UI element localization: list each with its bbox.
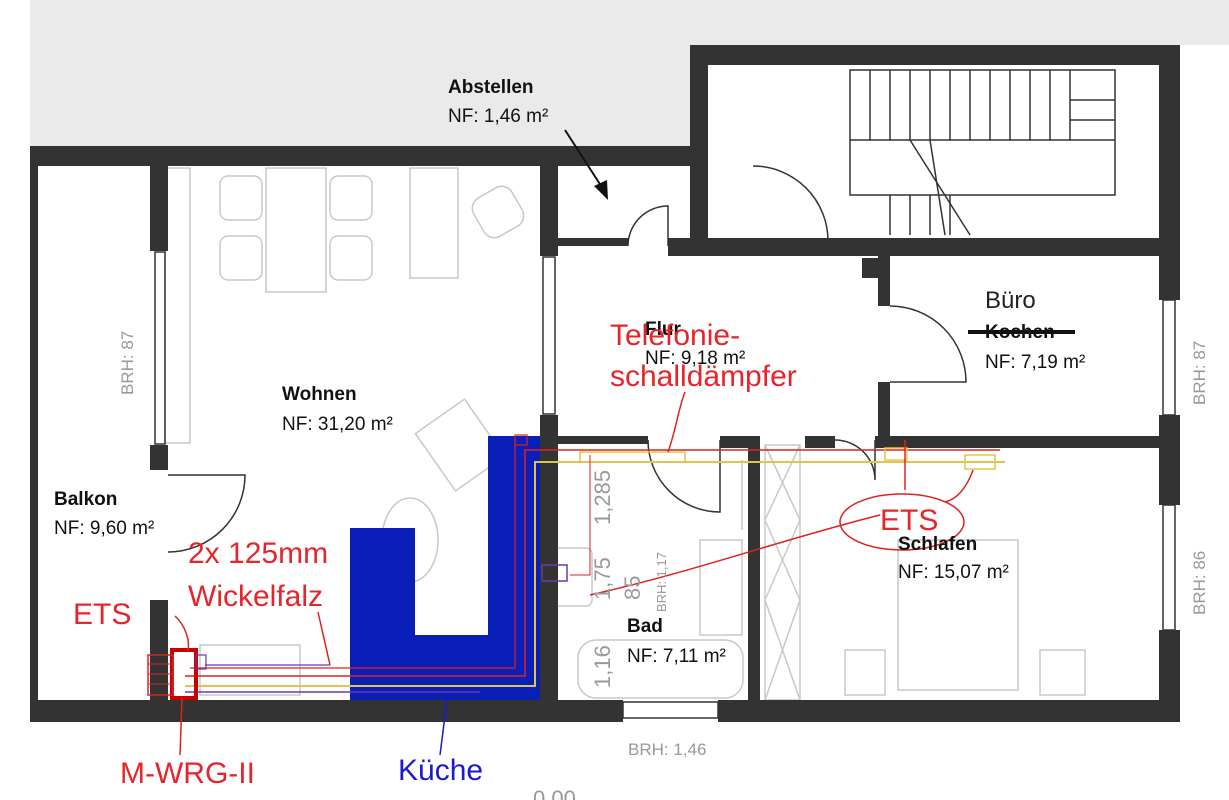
flur-area: NF: 9,18 m² bbox=[645, 348, 745, 369]
abstellen-area: NF: 1,46 m² bbox=[448, 106, 548, 127]
brh-bad: BRH: 1,17 bbox=[654, 552, 669, 612]
brh-left: BRH: 87 bbox=[118, 331, 137, 395]
buero-name: Büro bbox=[985, 287, 1036, 314]
wohnen-name: Wohnen bbox=[282, 384, 357, 405]
schlafen-area: NF: 15,07 m² bbox=[898, 562, 1009, 583]
bottom-level: 0,00 bbox=[533, 786, 576, 800]
stair-interior bbox=[707, 65, 1159, 240]
m-wrg-unit bbox=[147, 648, 207, 700]
brh-bottom: BRH: 1,46 bbox=[628, 740, 706, 759]
telefonie-line2: schalldämpfer bbox=[610, 360, 797, 393]
windows bbox=[154, 251, 1176, 719]
duct-line1: 2x 125mm bbox=[188, 537, 328, 570]
kitchen-area bbox=[350, 436, 540, 700]
brh-right-bottom: BRH: 86 bbox=[1190, 551, 1209, 615]
balkon-area: NF: 9,60 m² bbox=[54, 518, 154, 539]
kueche-label: Küche bbox=[398, 754, 483, 787]
arrow-down-right-icon bbox=[564, 129, 608, 200]
doors bbox=[167, 165, 967, 553]
mwrg-label: M-WRG-II bbox=[120, 757, 255, 790]
balkon-name: Balkon bbox=[54, 489, 117, 510]
schlafen-name: Schlafen bbox=[898, 534, 977, 555]
bad-dim-a: 1,285 bbox=[590, 470, 615, 525]
telefonie-line1: Telefonie- bbox=[610, 319, 740, 352]
buero-area: NF: 7,19 m² bbox=[985, 352, 1085, 373]
annotation-lines bbox=[174, 330, 1075, 756]
flur-name: Flur bbox=[645, 319, 681, 340]
bad-area: NF: 7,11 m² bbox=[627, 646, 726, 667]
bad-dim-b: 1,75 bbox=[590, 557, 615, 600]
staircase-icon bbox=[849, 69, 1116, 236]
kitchen-furniture bbox=[199, 644, 301, 696]
bad-dim-d: 1,16 bbox=[590, 645, 615, 688]
ets-left: ETS bbox=[73, 598, 131, 631]
bad-dim-c: 85 bbox=[620, 576, 645, 600]
buero-old-name: Kochen bbox=[985, 322, 1055, 343]
walls bbox=[30, 45, 1180, 722]
brh-right-top: BRH: 87 bbox=[1190, 341, 1209, 405]
duct-lines bbox=[185, 434, 1005, 693]
duct-line2: Wickelfalz bbox=[188, 580, 323, 613]
exterior-area-right bbox=[1180, 0, 1229, 45]
abstellen-name: Abstellen bbox=[448, 77, 534, 98]
wohnen-area: NF: 31,20 m² bbox=[282, 414, 393, 435]
bad-name: Bad bbox=[627, 616, 663, 637]
ets-right: ETS bbox=[880, 504, 938, 537]
